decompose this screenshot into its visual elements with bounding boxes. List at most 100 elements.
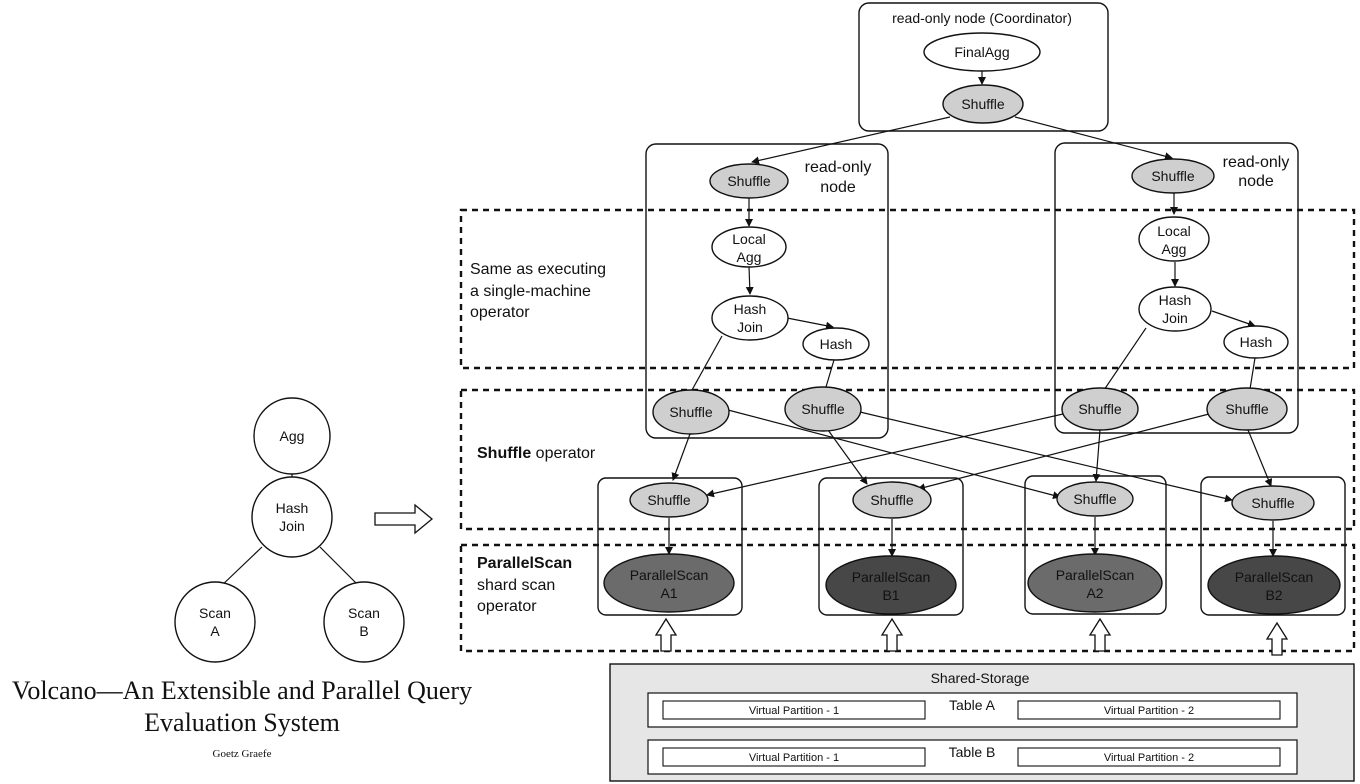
table-b-partition-2-label: Virtual Partition - 2	[1104, 752, 1194, 764]
edge-hashjoin-scanb	[319, 546, 363, 590]
plan-edges	[665, 70, 1277, 557]
right-hash-join-node	[1138, 286, 1212, 332]
shard-a1-shuffle-label: Shuffle	[647, 492, 691, 508]
citation: Volcano—An Extensible and Parallel Query…	[12, 676, 472, 760]
region-parallel-scan-line3: operator	[477, 598, 537, 615]
read-only-left-label-1: read-only	[805, 159, 872, 176]
table-a-label: Table A	[949, 697, 996, 713]
edge-s2-b1	[827, 429, 868, 485]
right-hash-join-label-1: Hash	[1159, 292, 1192, 308]
region-shuffle	[459, 388, 1356, 531]
left-top-shuffle-label: Shuffle	[727, 173, 771, 189]
region-single-machine-line1: Same as executing	[470, 261, 606, 278]
parallel-scan-a2-node	[1027, 553, 1163, 613]
scan-b-label-1: Scan	[348, 605, 380, 621]
edge-left-join-hash	[786, 317, 834, 330]
scan-b-node	[323, 581, 405, 663]
edge-s4-b2	[1247, 429, 1273, 487]
left-hash-join-label-2: Join	[737, 319, 763, 335]
edge-hashjoin-scana	[217, 546, 263, 590]
table-a-partition-1	[662, 700, 926, 720]
agg-label: Agg	[280, 428, 305, 444]
parallel-scan-b1-label-2: B1	[882, 587, 899, 603]
right-local-agg-node	[1138, 216, 1210, 262]
left-shuffle-2-node	[784, 386, 862, 432]
parallel-scan-b2-label-2: B2	[1265, 587, 1282, 603]
left-shuffle-2-label: Shuffle	[801, 401, 845, 417]
scan-a-label-2: A	[210, 623, 220, 639]
edge-right-hash-shuffle	[1249, 357, 1256, 390]
table-b-partition-1-label: Virtual Partition - 1	[749, 752, 839, 764]
table-a-partition-2-label: Virtual Partition - 2	[1104, 705, 1194, 717]
right-shuffle-2-node	[1206, 387, 1288, 431]
edge-s1-a1	[671, 433, 691, 481]
shard-b1-shuffle-node	[852, 481, 932, 519]
left-local-agg-label-1: Local	[732, 231, 765, 247]
region-parallel-scan-bold: ParallelScan	[477, 555, 572, 572]
left-shuffle-1-label: Shuffle	[669, 404, 713, 420]
right-local-agg-label-2: Agg	[1162, 241, 1187, 257]
edge-s4-b1	[917, 413, 1210, 492]
shard-a2-shuffle-label: Shuffle	[1073, 491, 1117, 507]
shard-box-b1	[818, 477, 964, 616]
hash-join-label-1: Hash	[276, 500, 309, 516]
right-hash-node	[1223, 325, 1289, 359]
left-tree: Agg Hash Join Scan A Scan B	[174, 397, 405, 663]
left-hash-label: Hash	[820, 336, 853, 352]
parallel-scan-b1-label-1: ParallelScan	[852, 569, 931, 585]
parallel-scan-a1-label-1: ParallelScan	[630, 567, 709, 583]
left-hash-node	[802, 327, 870, 361]
edge-s3-a1	[706, 413, 1064, 498]
storage-up-arrows	[654, 617, 1289, 656]
region-shuffle-label: Shuffle operator	[477, 445, 596, 462]
shard-a1-shuffle-node	[629, 482, 709, 518]
region-parallel-scan-line2: shard scan	[477, 577, 555, 594]
right-shuffle-2-label: Shuffle	[1225, 401, 1269, 417]
parallel-scan-a1-label-2: A1	[660, 585, 677, 601]
edge-coord-right	[1014, 116, 1173, 161]
read-only-node-right-box	[1054, 142, 1299, 434]
table-a-partition-1-label: Virtual Partition - 1	[749, 705, 839, 717]
up-arrow-icon	[654, 617, 678, 652]
agg-node	[253, 397, 331, 475]
edge-right-join-hash	[1211, 310, 1256, 328]
right-top-shuffle-node	[1131, 158, 1215, 194]
parallel-scan-a2-label-1: ParallelScan	[1056, 567, 1135, 583]
final-agg-label: FinalAgg	[954, 44, 1009, 60]
final-agg-node	[923, 32, 1041, 72]
hash-join-node	[251, 476, 333, 558]
edge-left-join-shuffle	[691, 335, 723, 391]
edge-s1-a2	[727, 409, 1061, 500]
edge-left-hash-shuffle	[825, 359, 835, 388]
region-shuffle-rest: operator	[531, 445, 596, 462]
shard-box-a1	[597, 477, 743, 616]
parallel-scan-a1-node	[603, 553, 735, 613]
shard-a2-shuffle-node	[1056, 481, 1134, 517]
up-arrow-icon	[880, 617, 904, 652]
edge-s3-a2	[1092, 429, 1101, 482]
read-only-right-label-1: read-only	[1223, 154, 1290, 171]
citation-author: Goetz Graefe	[213, 748, 272, 760]
transform-arrow-icon	[374, 503, 434, 535]
left-local-agg-label-2: Agg	[737, 249, 762, 265]
up-arrow-icon	[1265, 621, 1289, 656]
region-single-machine	[459, 208, 1356, 370]
shared-storage-title: Shared-Storage	[931, 670, 1030, 686]
read-only-right-label-2: node	[1238, 173, 1274, 190]
left-local-agg-node	[711, 226, 787, 268]
region-single-machine-line2: a single-machine	[470, 283, 591, 300]
table-b-label: Table B	[949, 744, 996, 760]
left-shuffle-1-node	[652, 389, 730, 435]
read-only-left-label-2: node	[820, 179, 856, 196]
shard-box-b2	[1200, 476, 1346, 616]
read-only-node-left-box	[645, 143, 889, 439]
edge-coord-left	[751, 116, 951, 165]
left-top-shuffle-node	[709, 163, 789, 199]
scan-a-label-1: Scan	[199, 605, 231, 621]
parallel-scan-b2-label-1: ParallelScan	[1235, 569, 1314, 585]
hash-join-label-2: Join	[279, 518, 305, 534]
shard-b2-shuffle-label: Shuffle	[1251, 495, 1295, 511]
citation-title-line2: Evaluation System	[144, 708, 340, 737]
